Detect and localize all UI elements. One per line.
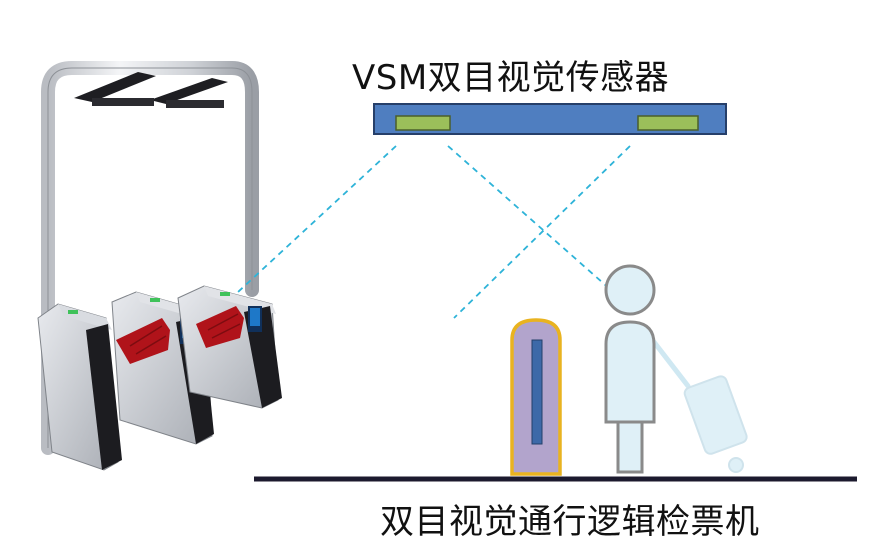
arch-sensor-head-right xyxy=(150,78,228,104)
sensor-title: VSM双目视觉传感器 xyxy=(352,58,670,98)
sensor-lens-left xyxy=(395,115,451,131)
person-head xyxy=(604,264,656,316)
person-body xyxy=(604,320,656,424)
checked-object xyxy=(510,318,562,476)
ray-left-outer xyxy=(237,145,397,293)
sensor-lens-right xyxy=(637,115,699,131)
object-slot xyxy=(531,339,543,445)
gate-indicator-2 xyxy=(150,298,160,302)
arch-sensor-head-left xyxy=(74,72,156,102)
luggage xyxy=(651,339,748,473)
gate-indicator-3 xyxy=(220,292,230,296)
vsm-sensor-bar xyxy=(373,103,727,135)
turnstile-gate xyxy=(37,285,282,471)
ray-right-inner xyxy=(453,145,631,319)
gate-indicator-1 xyxy=(68,310,78,314)
person-legs xyxy=(616,420,644,474)
gate-arch xyxy=(41,61,259,455)
passenger-figure xyxy=(604,264,748,474)
ray-left-inner xyxy=(447,145,621,299)
view-rays xyxy=(237,145,631,319)
diagram-caption: 双目视觉通行逻辑检票机 xyxy=(380,502,760,542)
